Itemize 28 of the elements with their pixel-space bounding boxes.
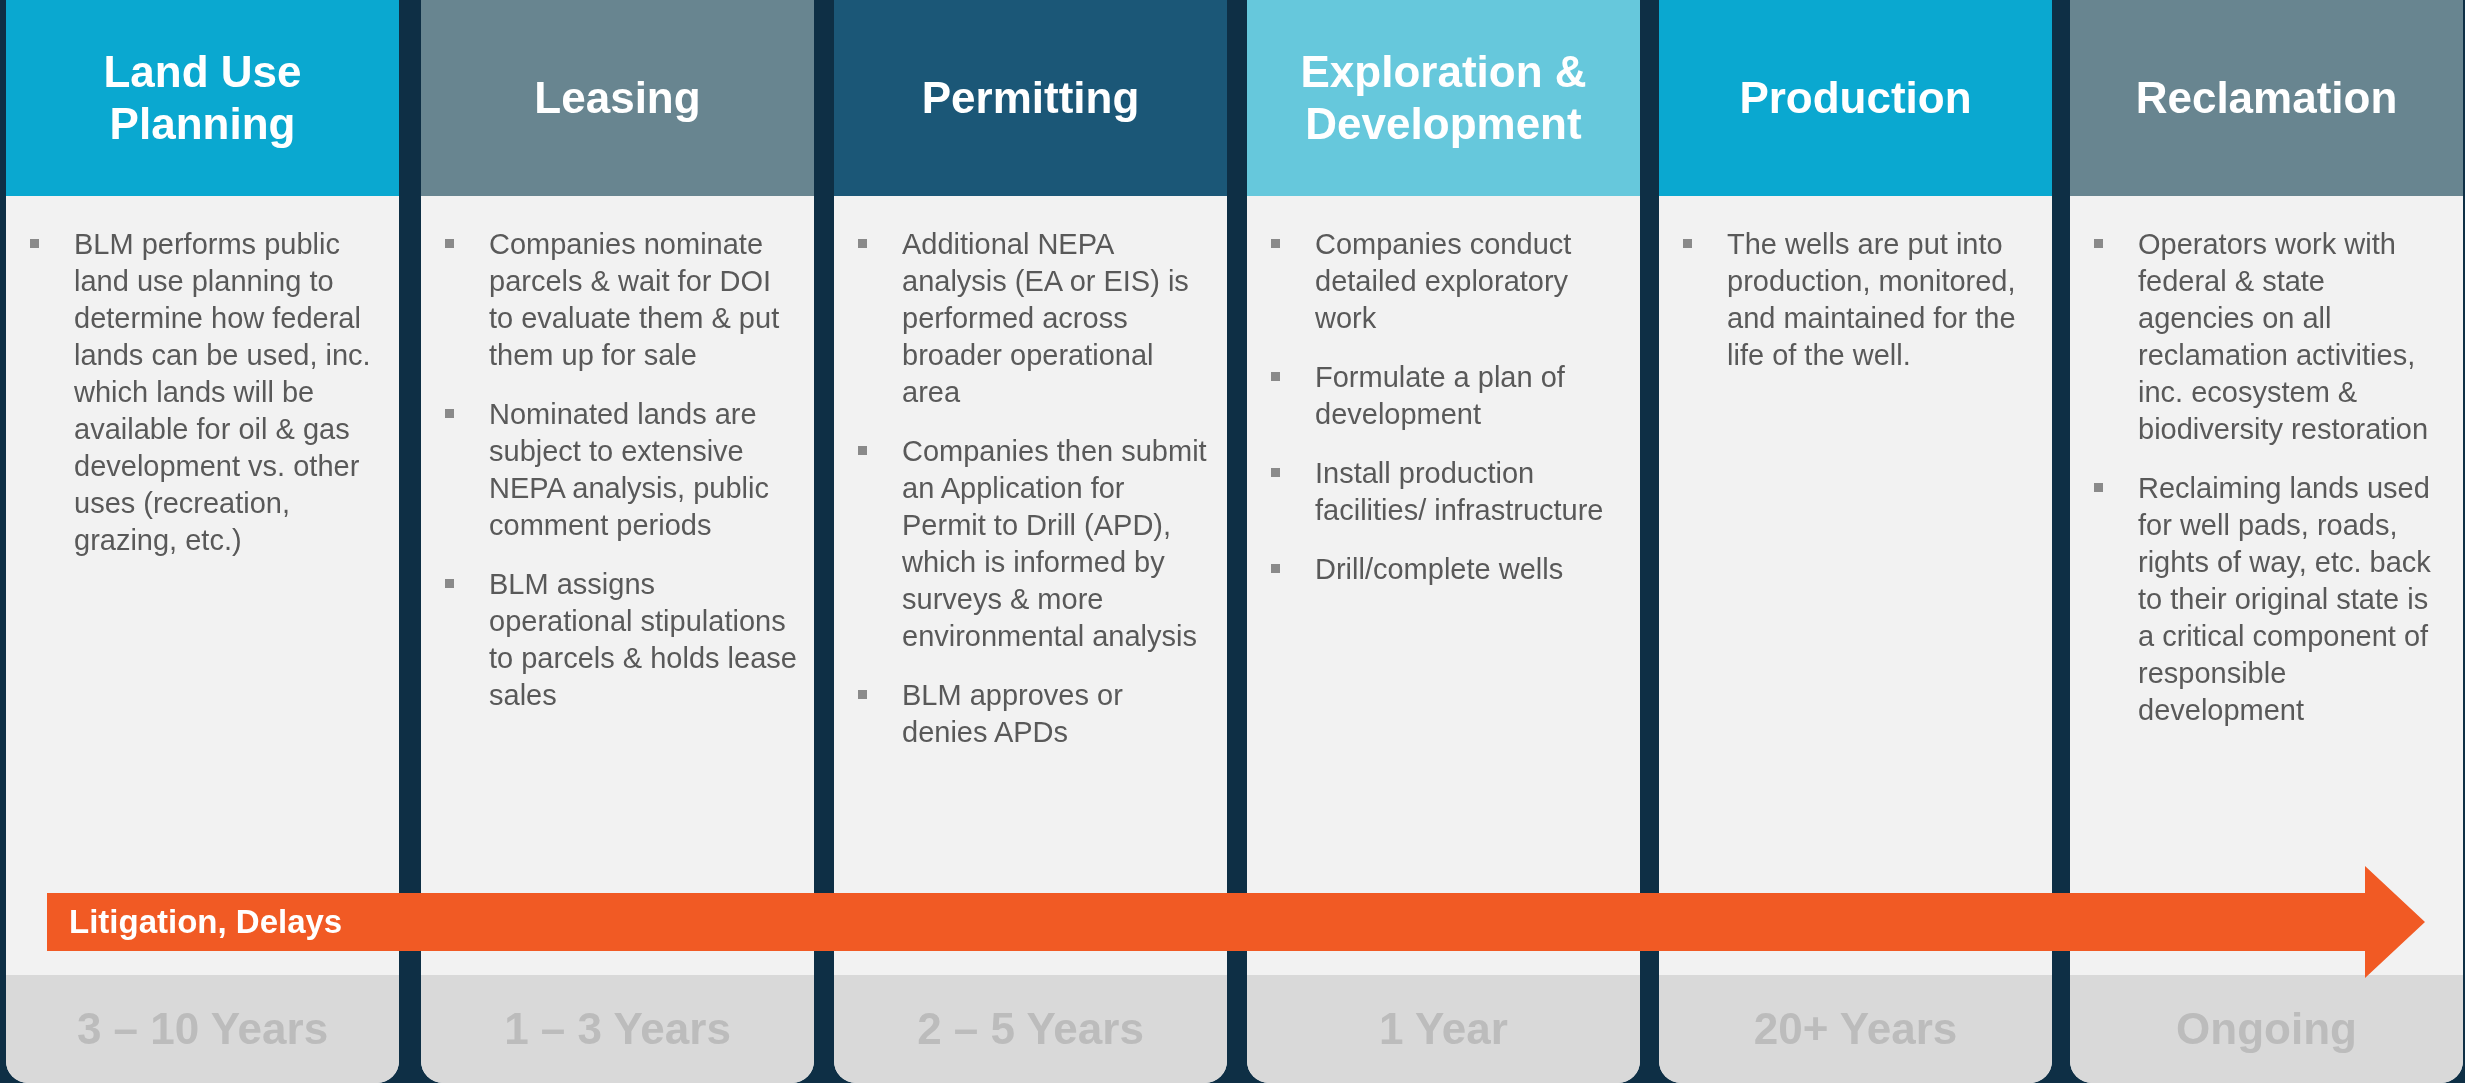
stage-column	[6, 0, 399, 1083]
bullet-text: Formulate a plan of development	[1265, 359, 1626, 433]
stage-header: Production	[1659, 0, 2052, 196]
bullet-text: BLM assigns operational stipulations to parcels & holds lease sales	[439, 566, 800, 714]
stage-header: Leasing	[421, 0, 814, 196]
bullet-text: Drill/complete wells	[1265, 551, 1626, 588]
bullet-text: The wells are put into production, monitored, and maintained for the life of the well.	[1677, 226, 2038, 374]
stage-header: Exploration & Development	[1247, 0, 1640, 196]
bullet-text: Companies nominate parcels & wait for DOI to evaluate them & put them up for sale	[439, 226, 800, 374]
stage-column	[1659, 0, 2052, 1083]
arrow-banner	[47, 866, 2425, 978]
bullet-text: Reclaiming lands used for well pads, roads, rights of way, etc. back to their original state is a critical component of responsible development	[2088, 470, 2449, 729]
bullet-text: Install production facilities/ infrastructure	[1265, 455, 1626, 529]
stage-column	[421, 0, 814, 1083]
banner-text: Litigation, Delays	[69, 902, 343, 942]
stage-column	[1247, 0, 1640, 1083]
bullet-text: Companies conduct detailed exploratory work	[1265, 226, 1626, 337]
bullet-text: Companies then submit an Application for Permit to Drill (APD), which is informed by surveys & more environmental analysis	[852, 433, 1213, 655]
stage-column	[834, 0, 1227, 1083]
bullet-text: BLM approves or denies APDs	[852, 677, 1213, 751]
stage-column	[2070, 0, 2463, 1083]
bullet-text: BLM performs public land use planning to determine how federal lands can be used, inc. which lands will be available for oil & gas development vs. other uses (recreation, grazing, etc.)	[24, 226, 385, 559]
stage-header: Reclamation	[2070, 0, 2463, 196]
bullet-text: Operators work with federal & state agencies on all reclamation activities, inc. ecosystem & biodiversity restoration	[2088, 226, 2449, 448]
bullet-text: Additional NEPA analysis (EA or EIS) is performed across broader operational area	[852, 226, 1213, 411]
stage-header: Land Use Planning	[6, 0, 399, 196]
bullet-text: Nominated lands are subject to extensive NEPA analysis, public comment periods	[439, 396, 800, 544]
stage-header: Permitting	[834, 0, 1227, 196]
